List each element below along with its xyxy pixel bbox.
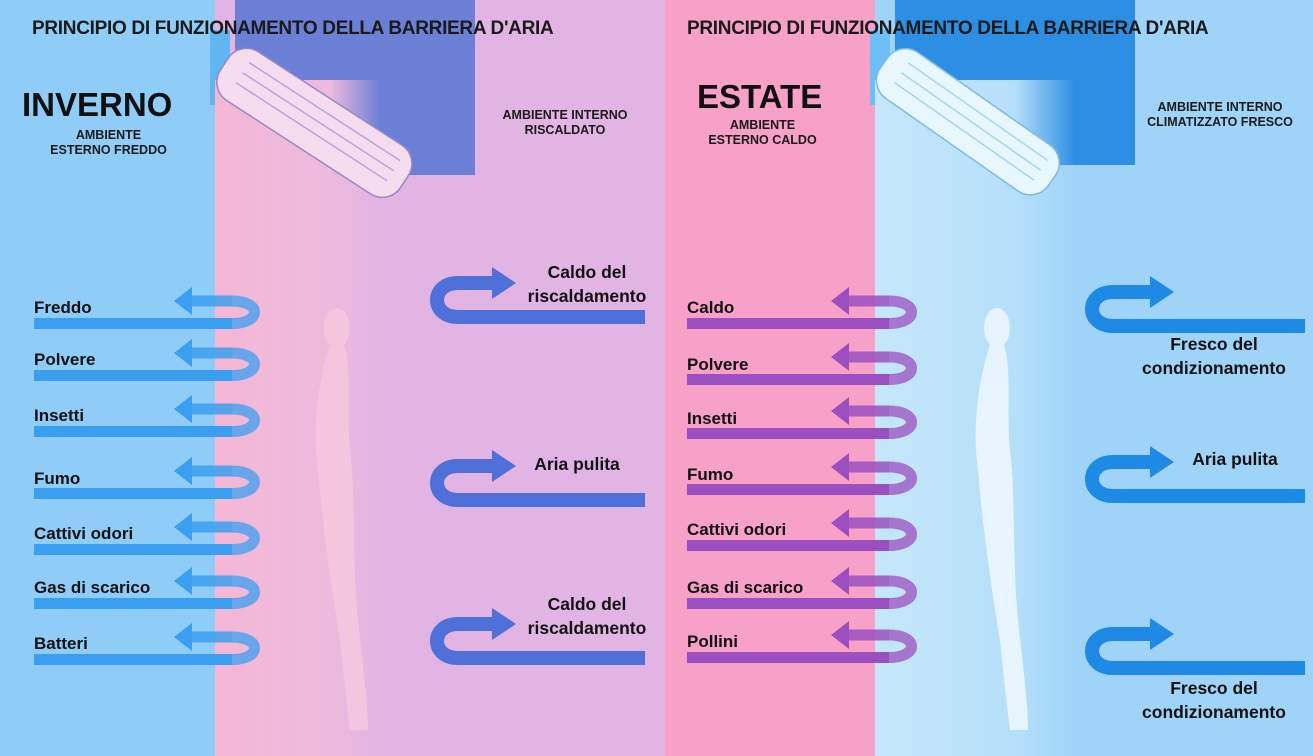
blocked-item-label: Caldo	[687, 298, 735, 317]
blocked-item-label: Cattivi odori	[687, 520, 787, 539]
blocked-arrow-icon	[687, 397, 917, 439]
blocked-item-label: Insetti	[34, 406, 85, 425]
summer-graphics	[687, 47, 1305, 730]
blocked-arrow-icon	[34, 513, 260, 555]
blocked-arrow-icon	[687, 621, 917, 663]
summer-blocked-arrows	[687, 287, 917, 663]
blocked-arrow-icon	[687, 287, 917, 329]
inside-flow-label: Fresco del condizionamento	[1142, 334, 1286, 378]
winter-panel: PRINCIPIO DI FUNZIONAMENTO DELLA BARRIER…	[0, 0, 665, 756]
summer-panel: PRINCIPIO DI FUNZIONAMENTO DELLA BARRIER…	[665, 0, 1313, 756]
inside-flow-label: Caldo del riscaldamento	[527, 262, 647, 306]
inside-flow-arrow-icon	[430, 450, 645, 507]
blocked-item-label: Freddo	[34, 298, 92, 317]
summer-inside-arrows	[1085, 276, 1305, 675]
page-title: PRINCIPIO DI FUNZIONAMENTO DELLA BARRIER…	[687, 18, 1209, 39]
inside-flow-arrow-icon	[1085, 446, 1305, 503]
blocked-arrow-icon	[687, 567, 917, 609]
blocked-item-label: Pollini	[687, 632, 738, 651]
blocked-item-label: Gas di scarico	[34, 578, 151, 597]
winter-graphics	[34, 47, 645, 730]
blocked-item-label: Cattivi odori	[34, 524, 134, 543]
inside-flow-arrow-icon	[430, 608, 645, 665]
inside-flow-label: Caldo del riscaldamento	[527, 594, 647, 638]
blocked-arrow-icon	[687, 453, 917, 495]
blocked-item-label: Batteri	[34, 634, 88, 653]
person-silhouette-icon	[315, 308, 368, 730]
blocked-arrow-icon	[34, 623, 260, 665]
blocked-arrow-icon	[34, 287, 260, 329]
page-title: PRINCIPIO DI FUNZIONAMENTO DELLA BARRIER…	[32, 18, 554, 39]
season-title: INVERNO	[22, 86, 173, 123]
winter-blocked-arrows	[34, 287, 260, 665]
blocked-item-label: Fumo	[34, 469, 81, 488]
blocked-arrow-icon	[34, 457, 260, 499]
inside-flow-label: Aria pulita	[1192, 449, 1278, 469]
blocked-item-label: Fumo	[687, 465, 734, 484]
outside-environment-label: AMBIENTE ESTERNO CALDO	[708, 118, 817, 147]
blocked-arrow-icon	[687, 343, 917, 385]
inside-environment-label: AMBIENTE INTERNO RISCALDATO	[502, 108, 628, 137]
inside-flow-arrow-icon	[1085, 276, 1305, 333]
blocked-arrow-icon	[34, 395, 260, 437]
air-curtain-unit-icon	[216, 47, 413, 199]
inside-flow-label: Aria pulita	[534, 454, 620, 474]
blocked-item-label: Polvere	[687, 355, 749, 374]
blocked-arrow-icon	[34, 339, 260, 381]
blocked-item-label: Polvere	[34, 350, 96, 369]
blocked-item-label: Gas di scarico	[687, 578, 804, 597]
inside-flow-label: Fresco del condizionamento	[1142, 678, 1286, 722]
outside-environment-label: AMBIENTE ESTERNO FREDDO	[50, 128, 167, 157]
air-curtain-unit-icon	[875, 47, 1061, 196]
person-silhouette-icon	[975, 308, 1028, 730]
blocked-arrow-icon	[34, 567, 260, 609]
inside-flow-arrow-icon	[1085, 618, 1305, 675]
season-title: ESTATE	[697, 78, 823, 115]
blocked-arrow-icon	[687, 509, 917, 551]
winter-inside-arrows	[430, 267, 645, 665]
inside-flow-arrow-icon	[430, 267, 645, 324]
inside-environment-label: AMBIENTE INTERNO CLIMATIZZATO FRESCO	[1147, 100, 1293, 129]
blocked-item-label: Insetti	[687, 409, 738, 428]
